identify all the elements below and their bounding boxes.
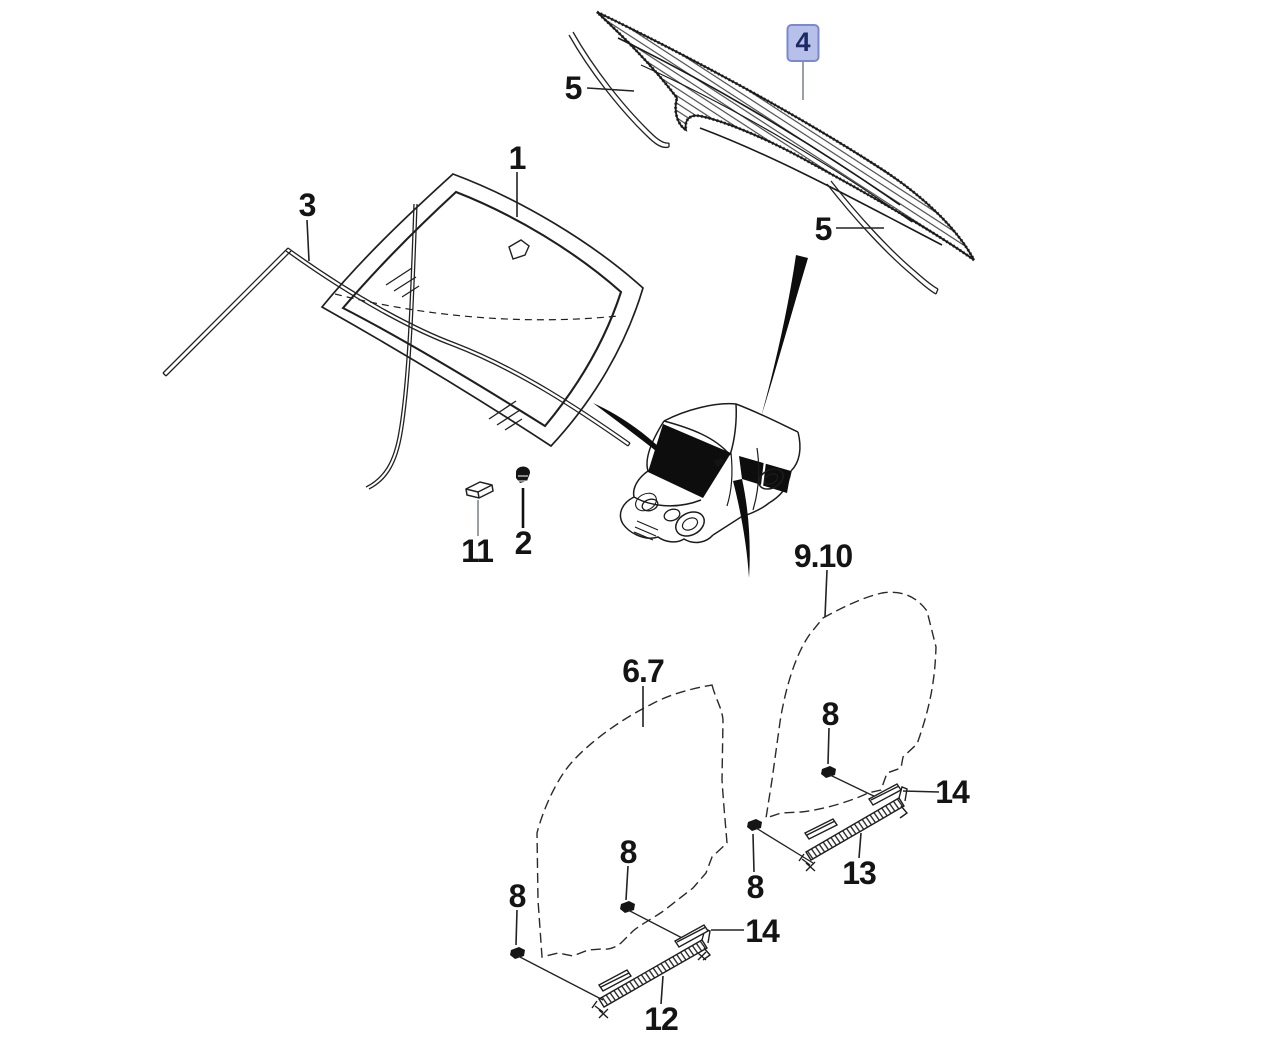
part-callout-8-rear-top[interactable]: 8 — [821, 696, 840, 732]
windshield-fastener-drawing — [516, 466, 531, 483]
part-callout-9-10[interactable]: 9.10 — [793, 538, 853, 574]
front-door-glass-drawing — [536, 684, 728, 958]
part-callout-4[interactable]: 4 — [786, 24, 820, 62]
windshield-molding-drawing — [162, 203, 631, 490]
part-callout-12[interactable]: 12 — [644, 1001, 679, 1037]
rear-window-glass-drawing — [595, 10, 976, 262]
windshield-spacer-drawing — [465, 481, 494, 499]
rear-sash-strip-drawing — [867, 783, 903, 806]
windshield-drawing — [320, 173, 644, 448]
part-callout-5-left[interactable]: 5 — [564, 70, 583, 106]
part-callout-11[interactable]: 11 — [461, 533, 494, 569]
zoom-stroke-arcs — [593, 255, 808, 578]
part-callout-8-front-left[interactable]: 8 — [508, 878, 527, 914]
part-callout-5-right[interactable]: 5 — [814, 211, 833, 247]
part-callout-13[interactable]: 13 — [842, 855, 877, 891]
part-callout-6-7[interactable]: 6.7 — [622, 653, 664, 689]
rear-glass-molding-lower-drawing — [826, 180, 939, 295]
rear-glass-molding-upper-drawing — [568, 31, 670, 149]
rear-glass-channel-drawing — [798, 786, 909, 872]
rear-door-glass-drawing — [765, 591, 937, 820]
glass-clip-drawings — [510, 766, 836, 959]
front-glass-channel-drawing — [591, 928, 712, 1019]
part-callout-1[interactable]: 1 — [508, 140, 527, 176]
part-callout-3[interactable]: 3 — [298, 187, 317, 223]
glass-clip-attachment-lines — [517, 774, 883, 1001]
windshield-reflection-marks — [385, 267, 523, 431]
part-callout-8-rear-bottom[interactable]: 8 — [746, 869, 765, 905]
part-callout-14-front[interactable]: 14 — [745, 913, 780, 949]
leader-lines — [306, 62, 940, 1005]
front-sash-strip-drawing — [673, 924, 710, 948]
part-callout-14-rear[interactable]: 14 — [935, 774, 970, 810]
part-callout-8-front-mid[interactable]: 8 — [619, 834, 638, 870]
part-callout-2[interactable]: 2 — [514, 525, 533, 561]
